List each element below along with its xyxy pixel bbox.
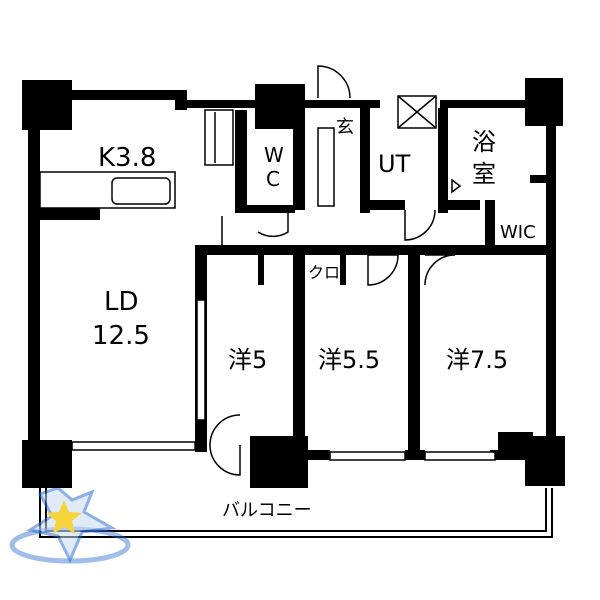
entrance-label: 玄 bbox=[336, 117, 354, 138]
storage-cabinet bbox=[204, 109, 335, 207]
bedroom-2-label: 洋5.5 bbox=[318, 346, 380, 374]
walls bbox=[28, 90, 556, 460]
columns bbox=[22, 78, 565, 488]
laundry-pan bbox=[397, 95, 437, 129]
bath-bottom-label: 室 bbox=[472, 160, 496, 188]
wc-bottom-label: C bbox=[266, 167, 280, 191]
utility-label: UT bbox=[378, 150, 411, 178]
windows bbox=[71, 299, 496, 461]
kitchen-label: K3.8 bbox=[98, 143, 156, 173]
living-size-label: 12.5 bbox=[92, 321, 150, 351]
closet-label: クロ bbox=[308, 263, 340, 282]
bath-top-label: 浴 bbox=[472, 128, 496, 156]
wic-label: WIC bbox=[500, 222, 536, 243]
doors bbox=[209, 65, 462, 476]
balcony-label: バルコニー bbox=[222, 500, 312, 521]
bedroom-1-label: 洋5 bbox=[228, 346, 267, 374]
kitchen-counter bbox=[39, 171, 176, 209]
living-code-label: LD bbox=[104, 287, 139, 317]
bedroom-3-label: 洋7.5 bbox=[446, 346, 508, 374]
star-logo-icon bbox=[9, 486, 131, 564]
wc-top-label: W bbox=[264, 143, 284, 167]
